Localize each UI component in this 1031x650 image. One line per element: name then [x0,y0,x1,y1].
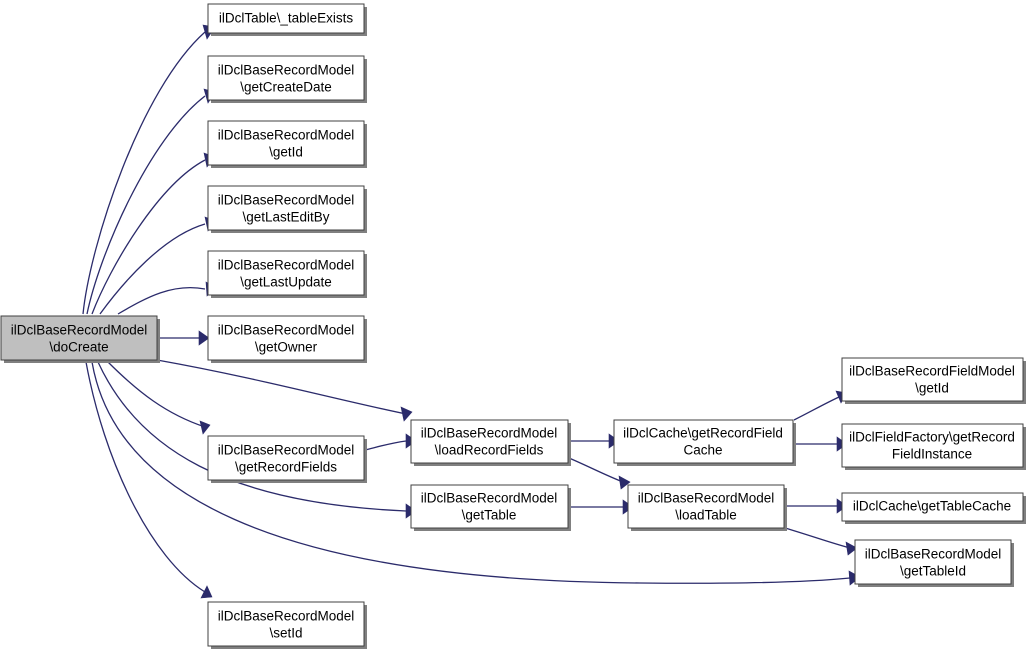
node-label-line1: ilDclCache\getRecordField [623,426,783,441]
node-label-line2: \setId [269,626,302,641]
node-label-line1: ilDclBaseRecordModel [865,547,1002,562]
node-label-line2: \doCreate [49,340,108,355]
node-label-line2: \getTable [462,508,517,523]
node-getOwner[interactable]: ilDclBaseRecordModel \getOwner [207,315,367,363]
node-label-line1: ilDclBaseRecordModel [218,609,355,624]
node-label-line1: ilDclCache\getTableCache [853,499,1011,514]
node-label-line1: ilDclBaseRecordModel [638,491,775,506]
node-label-line1: ilDclBaseRecordModel [11,323,148,338]
node-getTableCache[interactable]: ilDclCache\getTableCache [841,492,1026,524]
node-label-line1: ilDclBaseRecordModel [218,258,355,273]
node-doCreate[interactable]: ilDclBaseRecordModel \doCreate [0,315,160,363]
node-label-line2: \getOwner [255,340,318,355]
edge-doCreate-to-setId [85,361,213,599]
edge-doCreate-to-getLastEditBy [99,216,217,315]
node-label-line1: ilDclBaseRecordModel [218,63,355,78]
node-label-line1: ilDclBaseRecordModel [421,491,558,506]
edge-getRecordFieldCache-to-getRecordFieldInstance [794,436,848,452]
node-setId[interactable]: ilDclBaseRecordModel \setId [207,601,367,649]
edge-doCreate-to-getCreateDate [86,88,216,315]
node-label-line2: \getLastEditBy [242,210,329,225]
node-getTableId[interactable]: ilDclBaseRecordModel \getTableId [854,539,1014,587]
node-label-line2: \getCreateDate [240,80,332,95]
node-getRecordFields[interactable]: ilDclBaseRecordModel \getRecordFields [207,435,367,483]
node-label-line1: ilDclBaseRecordModel [218,128,355,143]
node-getLastUpdate[interactable]: ilDclBaseRecordModel \getLastUpdate [207,250,367,298]
edge-doCreate-to-getId [91,152,216,315]
node-getTable[interactable]: ilDclBaseRecordModel \getTable [410,484,571,531]
nodes-layer: ilDclBaseRecordModel \doCreate ilDclTabl… [0,3,1026,649]
node-getRecordFieldCache[interactable]: ilDclCache\getRecordField Cache [613,419,796,466]
node-label-line2: \getId [915,381,949,396]
edge-loadRecordFields-to-getRecordFieldCache [569,433,620,449]
edge-doCreate-to-tableExists [82,24,216,315]
node-label-line1: ilDclBaseRecordFieldModel [849,364,1015,379]
node-label-line2: \loadTable [675,508,737,523]
edge-getRecordFieldCache-to-fieldModelGetId [793,390,848,421]
edge-loadRecordFields-to-loadTable [568,457,631,490]
edge-loadTable-to-getTableId [784,527,858,556]
node-label-line2: \getTableId [900,564,966,579]
node-label-line2: \getRecordFields [235,460,337,475]
edge-doCreate-to-getRecordFields [107,361,211,435]
node-label-line1: ilDclBaseRecordModel [218,443,355,458]
node-loadTable[interactable]: ilDclBaseRecordModel \loadTable [627,484,787,531]
edge-getRecordFields-to-loadRecordFields [364,433,417,451]
node-fieldModelGetId[interactable]: ilDclBaseRecordFieldModel \getId [841,357,1026,404]
node-getLastEditBy[interactable]: ilDclBaseRecordModel \getLastEditBy [207,185,367,233]
node-label-line2: FieldInstance [892,447,972,462]
edge-doCreate-to-getLastUpdate [117,281,217,315]
node-label-line1: ilDclBaseRecordModel [218,323,355,338]
node-label-line2: \getLastUpdate [240,275,332,290]
edge-doCreate-to-loadRecordFields [156,359,413,422]
node-label-line2: \getId [269,145,303,160]
node-label-line1: ilDclBaseRecordModel [421,426,558,441]
node-getRecordFieldInstance[interactable]: ilDclFieldFactory\getRecord FieldInstanc… [841,423,1026,470]
edge-doCreate-to-getTableId [91,361,861,586]
node-label-line1: ilDclTable\_tableExists [219,11,354,26]
node-tableExists[interactable]: ilDclTable\_tableExists [207,3,367,36]
node-label-line1: ilDclFieldFactory\getRecord [849,430,1015,445]
edge-loadTable-to-getTableCache [785,498,848,514]
node-label-line1: ilDclBaseRecordModel [218,193,355,208]
node-label-line2: Cache [683,443,722,458]
node-getCreateDate[interactable]: ilDclBaseRecordModel \getCreateDate [207,55,367,103]
edge-getTable-to-loadTable [569,499,634,515]
node-label-line2: \loadRecordFields [435,443,544,458]
node-loadRecordFields[interactable]: ilDclBaseRecordModel \loadRecordFields [410,419,571,466]
node-getId[interactable]: ilDclBaseRecordModel \getId [207,120,367,168]
edge-doCreate-to-getOwner [158,330,210,346]
